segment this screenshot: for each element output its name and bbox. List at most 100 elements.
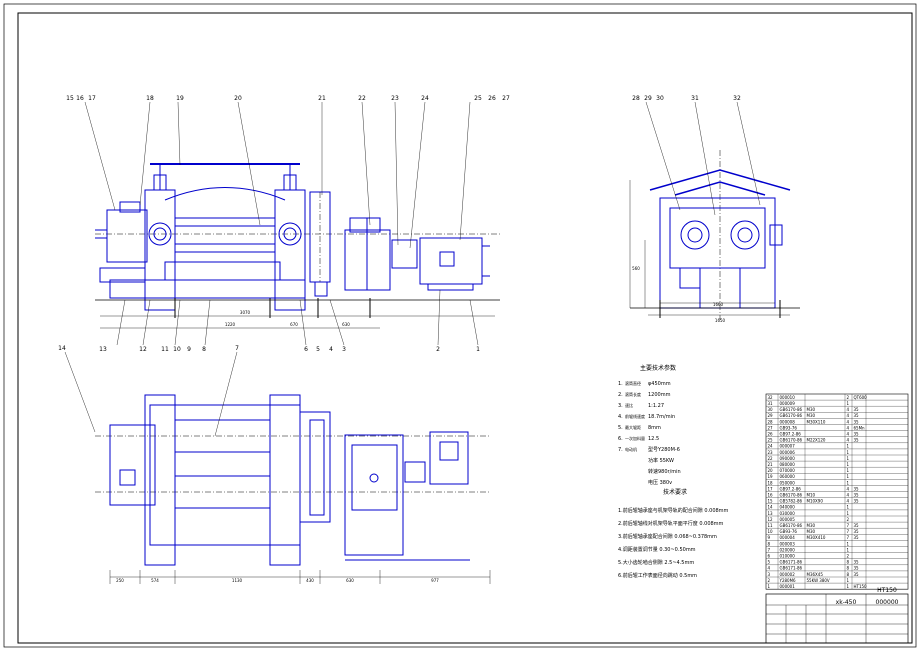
dimension-label: 574	[151, 578, 159, 583]
bom-cell: 14	[768, 505, 774, 510]
spec-number: 4.	[618, 414, 623, 420]
model-label: xk-450	[836, 599, 857, 606]
bom-cell: 35	[854, 535, 860, 540]
bom-cell: 20	[768, 468, 774, 473]
dimension-label: 670	[290, 322, 298, 327]
bom-cell: 000002	[780, 572, 796, 577]
left-frame	[144, 189, 176, 311]
motor	[419, 237, 483, 285]
material-label: HT150	[877, 587, 897, 594]
plan-rear-roll	[174, 475, 271, 509]
bom-cell: 65Mn	[854, 425, 866, 430]
spec-label: 滚筒长度	[625, 391, 641, 397]
side-frame	[659, 197, 776, 309]
leader-lines	[64, 101, 761, 437]
bom-cell: GB6171-86	[780, 566, 803, 571]
bom-cell: GB6171-86	[780, 560, 803, 565]
bom-cell: 35	[854, 486, 860, 491]
plan-gear	[309, 419, 325, 516]
left-housing	[106, 209, 148, 263]
callout-label: 15	[66, 95, 74, 102]
bom-cell: 1	[847, 462, 850, 467]
callout-label: 16	[76, 95, 84, 102]
callout-label: 14	[58, 345, 66, 352]
callout-label: 21	[318, 95, 326, 102]
bom-cell: 17	[768, 486, 774, 491]
bom-cell: 35	[854, 566, 860, 571]
callout-label: 32	[733, 95, 741, 102]
dimension-label: 1650	[715, 318, 726, 323]
bom-cell: 010000	[780, 554, 796, 559]
callout-label: 4	[329, 346, 333, 353]
callout-label: 12	[139, 346, 147, 353]
base	[109, 279, 306, 299]
spec-number: 1.	[618, 381, 623, 387]
plan-view	[95, 394, 491, 584]
bom-cell: 000005	[780, 517, 796, 522]
coupling	[391, 239, 418, 269]
spec-value: 12.5	[648, 436, 659, 442]
bom-cell: 35	[854, 493, 860, 498]
bom-cell: 29	[768, 413, 774, 418]
bom-cell: 24	[768, 444, 774, 449]
bom-cell: 35	[854, 438, 860, 443]
drawing-number: 000000	[876, 599, 899, 606]
callout-label: 11	[161, 346, 169, 353]
spec-value: 1200mm	[648, 392, 671, 398]
bom-cell: 1	[847, 480, 850, 485]
bom-cell: 21	[768, 462, 774, 467]
callout-label: 2	[436, 346, 440, 353]
bom-cell: 000006	[780, 450, 796, 455]
bom-cell: 2	[847, 554, 850, 559]
bom-cell: 35	[854, 529, 860, 534]
bom-cell: 7	[847, 535, 850, 540]
bom-cell: 35	[854, 499, 860, 504]
bom-cell: 7	[847, 529, 850, 534]
spec-label: 速比	[625, 402, 633, 408]
bom-cell: 1	[847, 456, 850, 461]
callout-label: 3	[342, 346, 346, 353]
spec-label: 最大辊距	[625, 424, 641, 430]
callout-label: 30	[656, 95, 664, 102]
callout-label: 20	[234, 95, 242, 102]
bom-cell: 1	[847, 584, 850, 589]
bom-cell: 35	[854, 413, 860, 418]
bom-cell: 35	[854, 432, 860, 437]
bom-cell: 7	[768, 547, 771, 552]
bom-cell: 4	[847, 419, 850, 424]
requirement-line: 2.前后辊轴线对机架导轨平面平行度 0.008mm	[618, 520, 724, 527]
bom-cell: 1	[847, 444, 850, 449]
bom-cell: M30	[807, 407, 816, 412]
bom-cell: HT150	[854, 584, 868, 589]
plan-front-roll	[174, 419, 271, 453]
bom-cell: 4	[847, 425, 850, 430]
bom-cell: 030000	[780, 511, 796, 516]
spec-value: 8mm	[648, 425, 661, 431]
bom-cell: 1	[847, 450, 850, 455]
bom-cell: 16	[768, 493, 774, 498]
bom-cell: 28	[768, 419, 774, 424]
bom-cell: 4	[847, 486, 850, 491]
dimension-label: 560	[632, 266, 640, 271]
spec-label: 电动机	[625, 446, 637, 452]
bom-cell: 55KW 380V	[807, 578, 830, 583]
requirement-line: 6.前后辊工作表面径向跳动 0.5mm	[618, 572, 697, 579]
inner-border	[17, 12, 913, 644]
bom-cell: 090000	[780, 456, 796, 461]
callout-label: 29	[644, 95, 652, 102]
spec-label: 前辊线速度	[625, 413, 645, 419]
bom-cell: 6	[768, 554, 771, 559]
bom-cell: 4	[768, 566, 771, 571]
bom-cell: 4	[847, 413, 850, 418]
bom-cell: M10	[807, 493, 816, 498]
bom-cell: GB97.2-86	[780, 432, 802, 437]
front-roll-bearing-right	[278, 222, 302, 246]
bom-cell: 000007	[780, 444, 796, 449]
bom-cell: 32	[768, 395, 774, 400]
right-frame	[274, 189, 306, 311]
bom-cell: GB93-76	[780, 425, 798, 430]
